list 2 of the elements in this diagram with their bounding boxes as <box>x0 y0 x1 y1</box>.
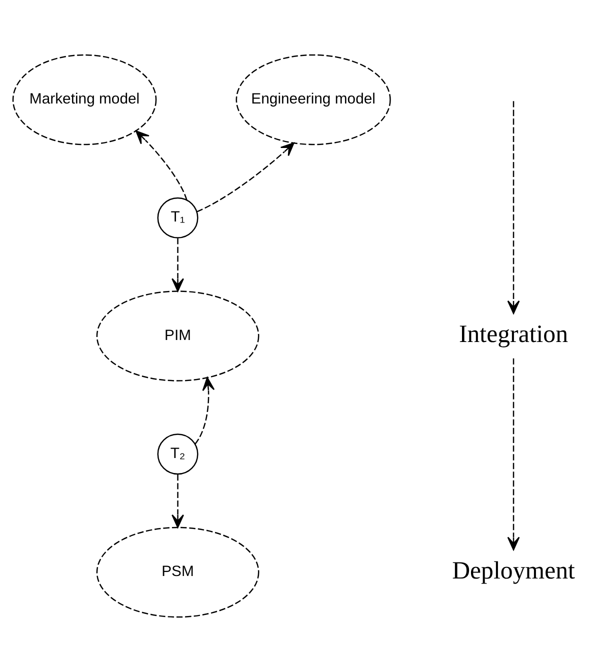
node-text: Deployment <box>452 556 575 584</box>
node-text: Integration <box>458 320 568 348</box>
